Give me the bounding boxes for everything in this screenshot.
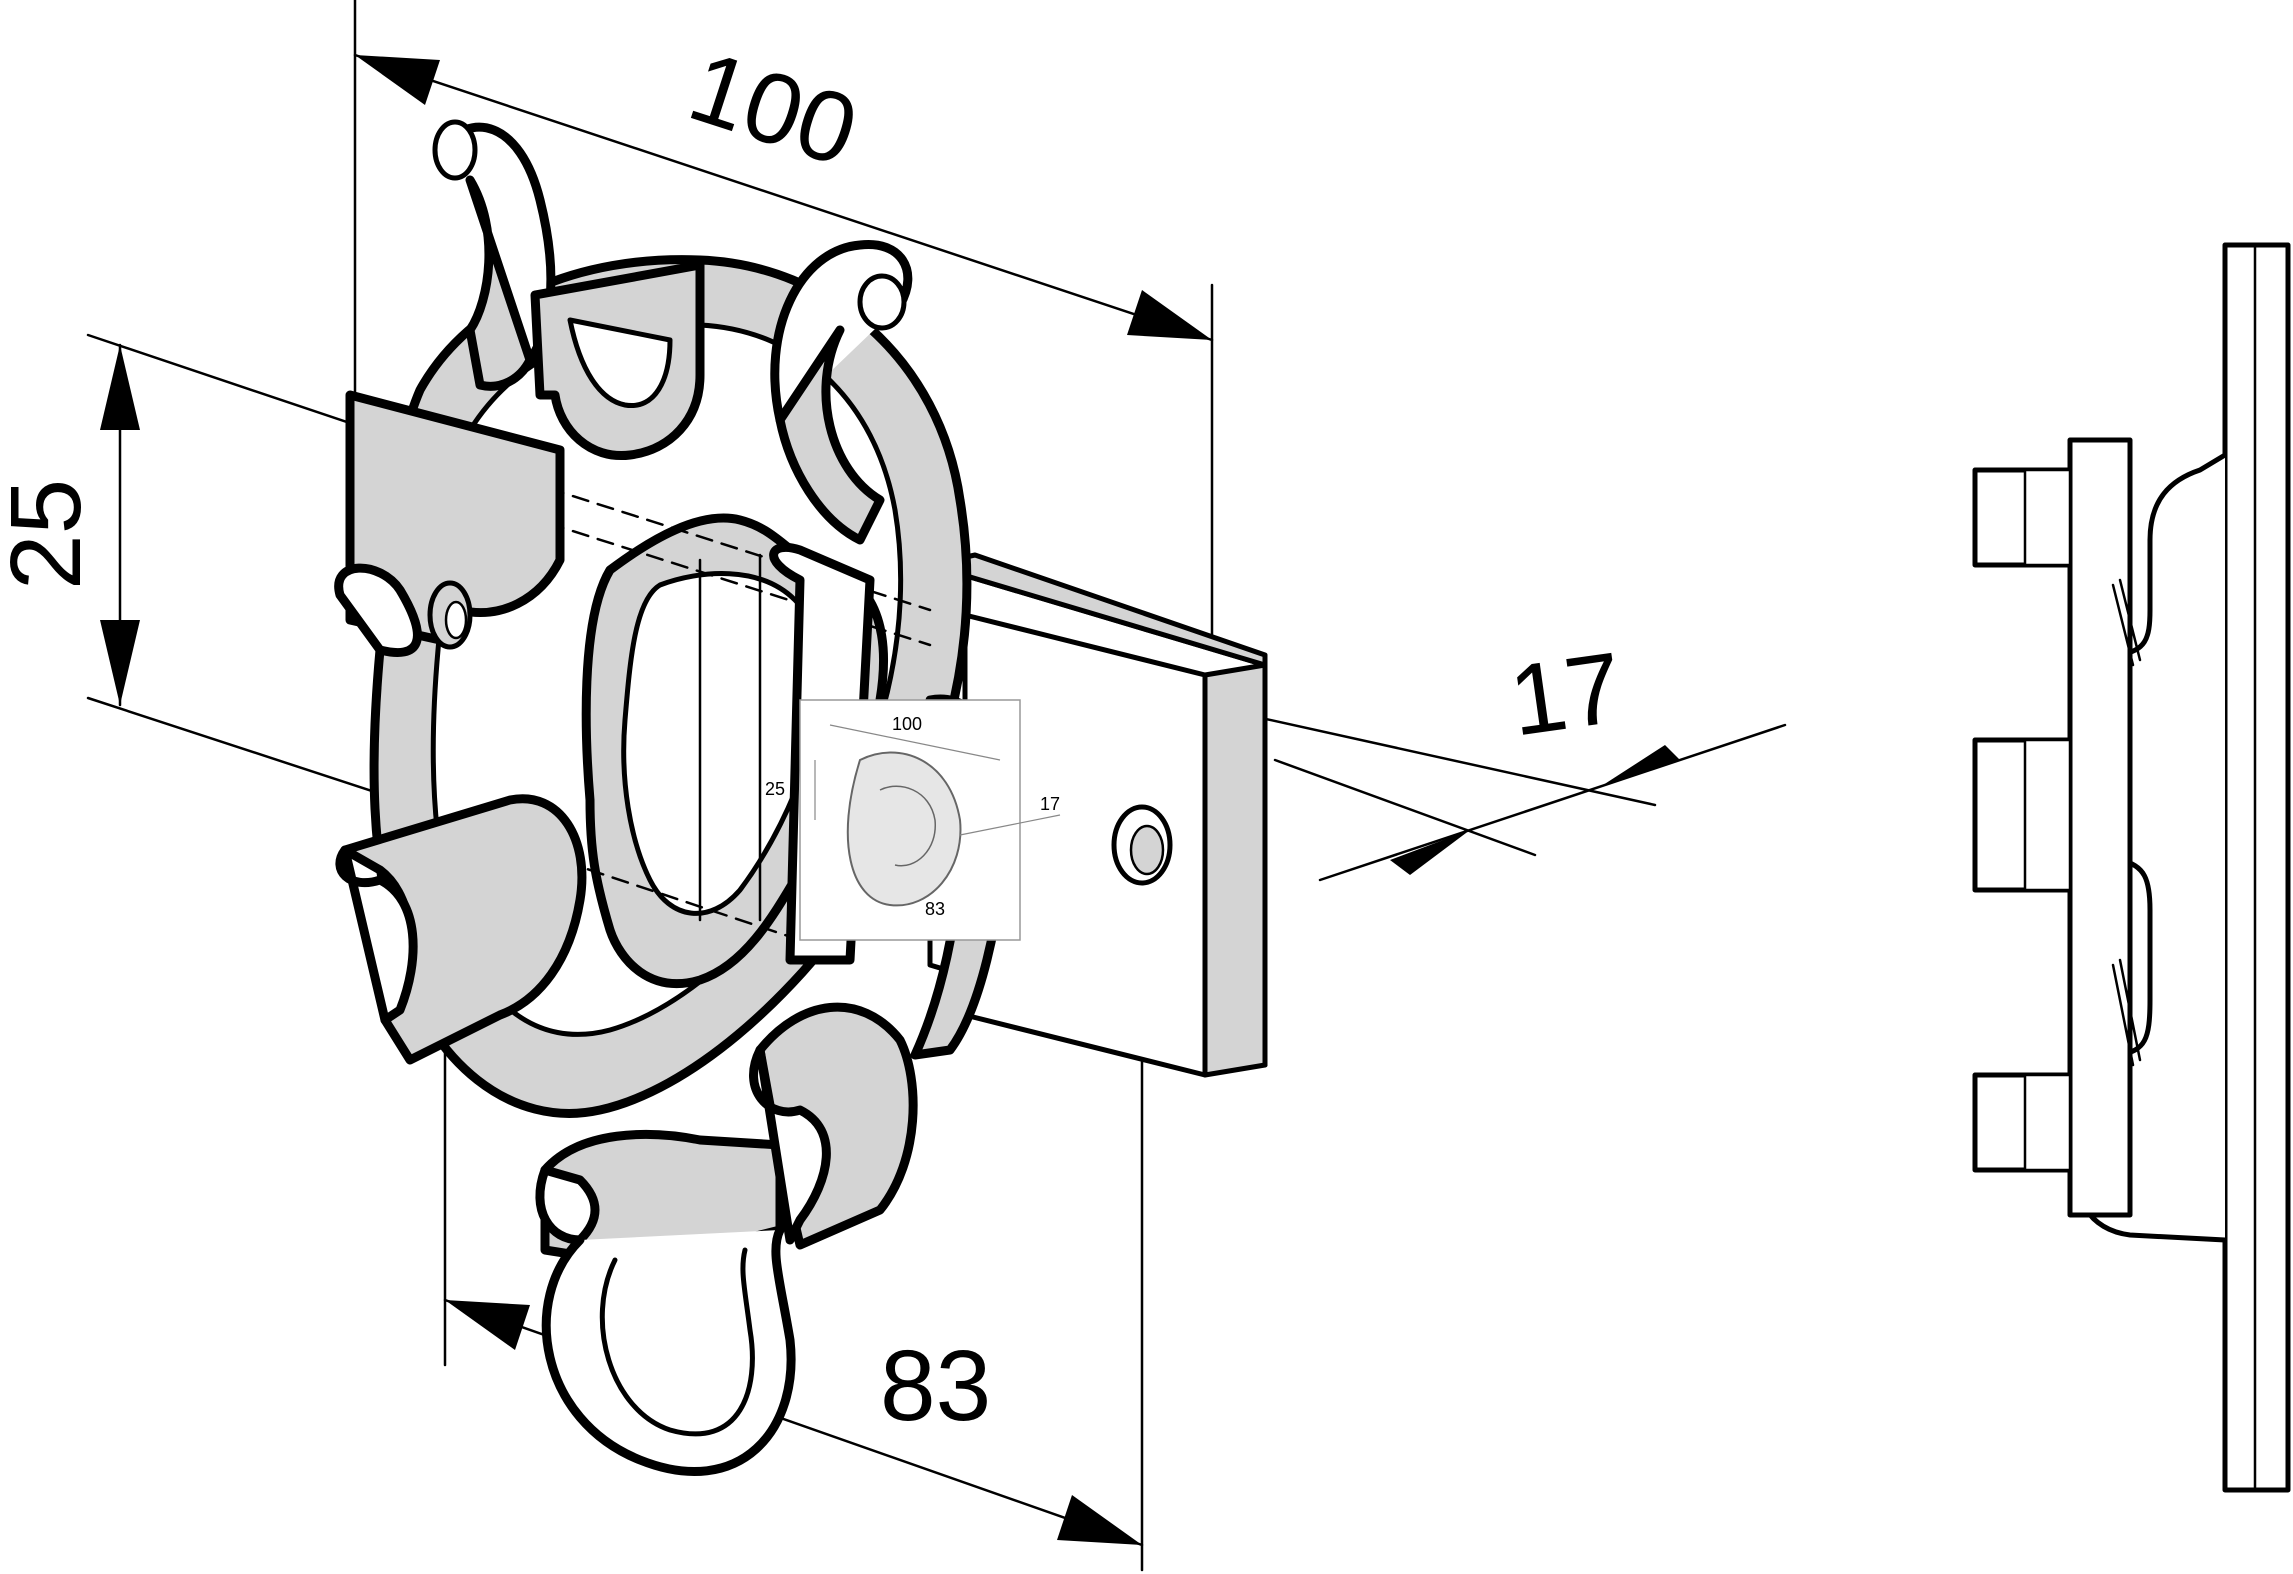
arrowhead-down (100, 620, 140, 705)
arrowhead-left-83 (445, 1300, 530, 1350)
clip-top-right (770, 239, 913, 545)
dimension-label-100: 100 (677, 30, 870, 188)
arrowhead-up (100, 345, 140, 430)
arrowhead-right-83 (1057, 1495, 1142, 1545)
thumbnail-label-17: 17 (1040, 794, 1060, 814)
thumbnail-label-83: 83 (925, 899, 945, 919)
saddle-bottom-left (335, 794, 587, 1065)
arrowhead-inner-2 (1600, 745, 1680, 787)
saddle-left (334, 390, 565, 657)
thumbnail-label-25: 25 (765, 779, 785, 799)
dimension-height-25: 25 (0, 333, 432, 812)
arrowhead-inner-1 (1390, 830, 1470, 875)
thumbnail-inset: 100 25 17 83 (765, 699, 1061, 941)
thumbnail-label-100: 100 (892, 714, 922, 734)
dimension-label-17: 17 (1503, 631, 1629, 757)
saddle-bottom (535, 1129, 785, 1270)
side-profile-view (1972, 242, 2291, 1493)
saddle-top (530, 260, 705, 461)
arrowhead-right (1127, 290, 1212, 340)
dimension-thickness-17: 17 (1178, 631, 1787, 882)
ring-bottom-loop (541, 1225, 796, 1476)
dimension-label-83: 83 (880, 1330, 991, 1442)
dimension-label-25: 25 (0, 479, 102, 590)
arrowhead-left (355, 55, 440, 105)
clip-bottom-right (749, 1002, 918, 1250)
